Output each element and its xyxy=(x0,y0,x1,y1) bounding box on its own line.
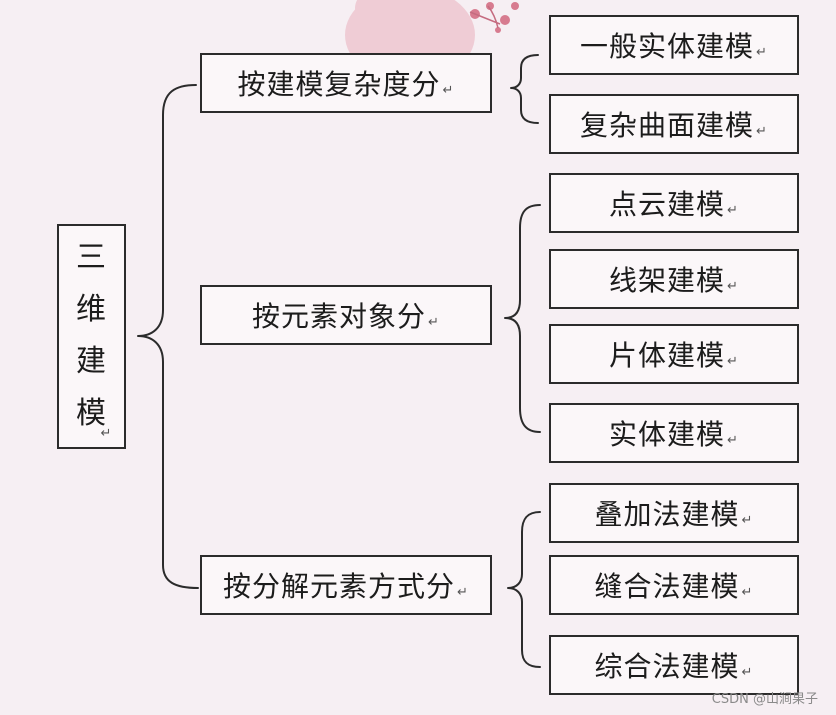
root-brace xyxy=(137,84,199,589)
leaf-label: 复杂曲面建模 xyxy=(580,109,755,142)
brace-decomposition xyxy=(507,511,541,668)
leaf-label: 片体建模 xyxy=(609,339,726,372)
leaf-node: 实体建模 ↵ xyxy=(549,403,799,463)
leaf-node: 缝合法建模 ↵ xyxy=(549,555,799,615)
paragraph-mark: ↵ xyxy=(442,82,455,98)
paragraph-mark: ↵ xyxy=(428,314,440,330)
paragraph-mark: ↵ xyxy=(741,584,754,600)
root-char: 模 xyxy=(76,396,107,431)
leaf-label: 点云建模 xyxy=(609,188,726,221)
category-label: 按分解元素方式分 xyxy=(223,570,456,603)
category-label: 按建模复杂度分 xyxy=(237,68,441,101)
leaf-node: 一般实体建模 ↵ xyxy=(549,15,799,75)
paragraph-mark: ↵ xyxy=(100,426,113,441)
category-node: 按分解元素方式分 ↵ xyxy=(200,555,492,615)
category-label: 按元素对象分 xyxy=(252,300,427,333)
brace-element xyxy=(504,204,541,433)
paragraph-mark: ↵ xyxy=(756,44,768,60)
paragraph-mark: ↵ xyxy=(727,432,739,448)
leaf-label: 线架建模 xyxy=(609,264,726,297)
category-node: 按元素对象分 ↵ xyxy=(200,285,492,345)
brace-complexity xyxy=(510,54,539,124)
leaf-node: 综合法建模 ↵ xyxy=(549,635,799,695)
leaf-label: 综合法建模 xyxy=(594,650,740,683)
root-char: 维 xyxy=(76,292,107,327)
leaf-label: 实体建模 xyxy=(609,418,726,451)
leaf-label: 叠加法建模 xyxy=(594,498,740,531)
root-char: 建 xyxy=(76,344,107,379)
paragraph-mark: ↵ xyxy=(457,584,469,600)
leaf-node: 线架建模 ↵ xyxy=(549,249,799,309)
category-node: 按建模复杂度分 ↵ xyxy=(200,53,492,113)
leaf-label: 缝合法建模 xyxy=(594,570,740,603)
root-char: 三 xyxy=(76,240,107,275)
leaf-node: 叠加法建模 ↵ xyxy=(549,483,799,543)
leaf-node: 片体建模 ↵ xyxy=(549,324,799,384)
paragraph-mark: ↵ xyxy=(756,123,768,139)
paragraph-mark: ↵ xyxy=(727,278,739,294)
paragraph-mark: ↵ xyxy=(727,353,739,369)
root-node: 三 维 建 模 ↵ xyxy=(57,224,126,449)
paragraph-mark: ↵ xyxy=(741,664,754,680)
leaf-node: 复杂曲面建模 ↵ xyxy=(549,94,799,154)
leaf-node: 点云建模 ↵ xyxy=(549,173,799,233)
leaf-label: 一般实体建模 xyxy=(580,30,755,63)
paragraph-mark: ↵ xyxy=(727,202,739,218)
paragraph-mark: ↵ xyxy=(741,512,754,528)
watermark: CSDN @山涧果子 xyxy=(711,692,818,707)
